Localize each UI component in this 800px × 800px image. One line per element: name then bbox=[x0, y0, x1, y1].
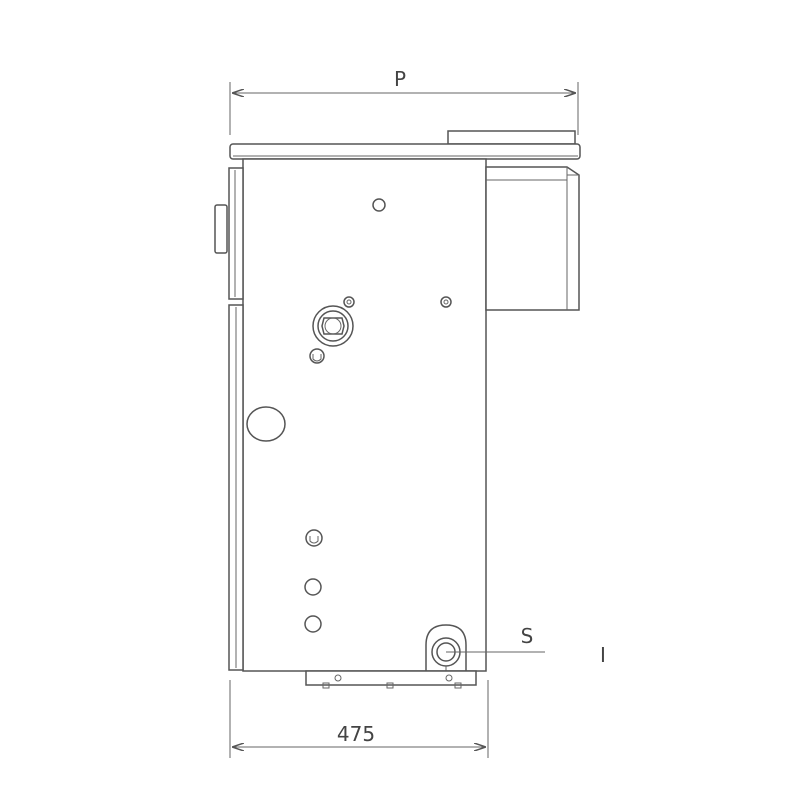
control-box-outline bbox=[485, 166, 580, 311]
pipe-middle-ring bbox=[317, 310, 349, 342]
port-lower bbox=[304, 615, 322, 633]
side-control-box bbox=[485, 166, 580, 311]
left-upper-panel bbox=[228, 167, 244, 300]
base-hole-1 bbox=[334, 674, 342, 682]
sensor-lower-symbol bbox=[309, 536, 319, 544]
base-hole-2 bbox=[445, 674, 453, 682]
sensor-upper bbox=[309, 348, 325, 364]
upper-hole bbox=[372, 198, 386, 212]
dimension-label-p: P bbox=[394, 67, 406, 91]
upper-pipe-connection bbox=[312, 305, 354, 347]
port-middle bbox=[304, 578, 322, 596]
base-foot-1 bbox=[322, 682, 330, 689]
top-lid bbox=[229, 143, 581, 160]
top-box bbox=[447, 130, 576, 145]
left-handle bbox=[214, 204, 228, 254]
bottom-pipe-housing bbox=[425, 624, 467, 673]
small-bolt-right bbox=[440, 296, 452, 308]
top-cap bbox=[229, 130, 581, 160]
small-bolt-right-center bbox=[443, 299, 449, 305]
small-bolt-left-center bbox=[346, 299, 352, 305]
small-bolt-left bbox=[343, 296, 355, 308]
base-foot-2 bbox=[386, 682, 394, 689]
pipe-outer-ring bbox=[312, 305, 354, 347]
sensor-lower-ring bbox=[305, 529, 323, 547]
callout-i-label: I bbox=[600, 643, 606, 667]
sensor-lower bbox=[305, 529, 323, 547]
sensor-upper-symbol bbox=[312, 354, 322, 362]
base-plinth bbox=[305, 670, 477, 689]
pipe-inner-ring bbox=[324, 317, 342, 335]
dimension-bottom: 475 bbox=[229, 680, 489, 758]
left-side-panels bbox=[214, 167, 244, 671]
base-foot-3 bbox=[454, 682, 462, 689]
main-body bbox=[242, 158, 487, 672]
base-plate bbox=[305, 670, 477, 686]
body-panel bbox=[242, 158, 487, 672]
sensor-upper-ring bbox=[309, 348, 325, 364]
callout-s-label: S bbox=[521, 624, 534, 648]
dimension-label-475: 475 bbox=[337, 722, 375, 746]
callout-s: S I bbox=[446, 624, 606, 667]
inspection-port bbox=[246, 406, 286, 442]
pipe-nut bbox=[321, 317, 345, 335]
dimension-top: P bbox=[229, 67, 579, 135]
body-features bbox=[246, 198, 467, 673]
